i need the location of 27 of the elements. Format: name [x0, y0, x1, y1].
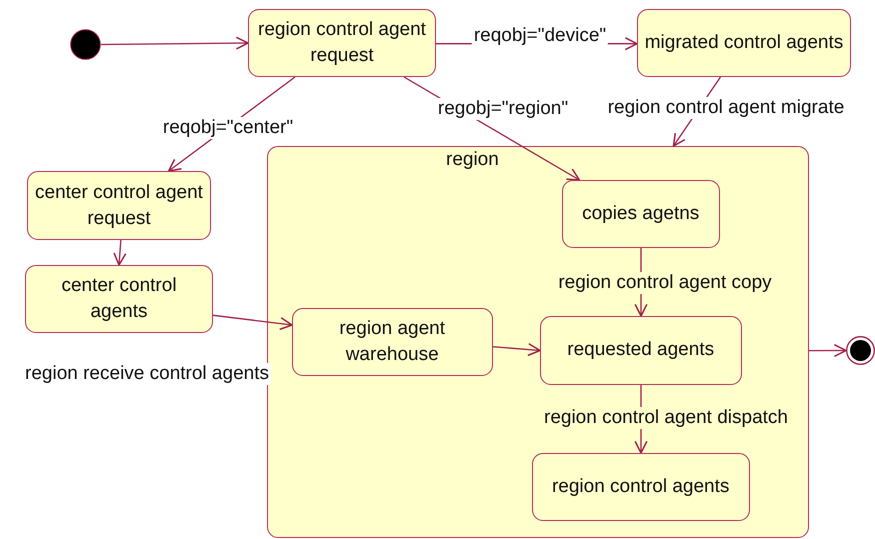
state-name: center control agents: [60, 274, 178, 324]
composite-state: [267, 146, 809, 538]
state-name: migrated control agents: [644, 31, 844, 55]
state-box: [540, 316, 742, 385]
state-box: [27, 171, 211, 240]
state-name: region agent warehouse: [338, 316, 446, 367]
state-box: [637, 9, 851, 77]
transition-arrow: [113, 240, 126, 266]
state-box: [562, 180, 720, 248]
composite-state-title: region: [446, 149, 499, 171]
state-box: [25, 265, 213, 333]
transition-arrow: [101, 36, 249, 50]
state-name: center control agent request: [34, 180, 204, 230]
state-name: region control agents: [550, 474, 730, 499]
edge-label: regobj="region": [436, 98, 570, 120]
state-name: requested agents: [566, 338, 716, 362]
transition-arrow: [809, 344, 847, 358]
edge-label: reqobj="device": [472, 25, 608, 47]
state-name: region control agent request: [257, 18, 427, 68]
state-box: [532, 452, 750, 521]
edge-label: region receive control agents: [23, 363, 271, 385]
transition-arrow: [492, 343, 541, 356]
transition-arrow: [212, 314, 293, 330]
state-box: [292, 308, 493, 376]
state-name: copies agetns: [581, 202, 700, 226]
edge-label: region control agent dispatch: [542, 407, 790, 429]
state-box: [248, 9, 436, 77]
